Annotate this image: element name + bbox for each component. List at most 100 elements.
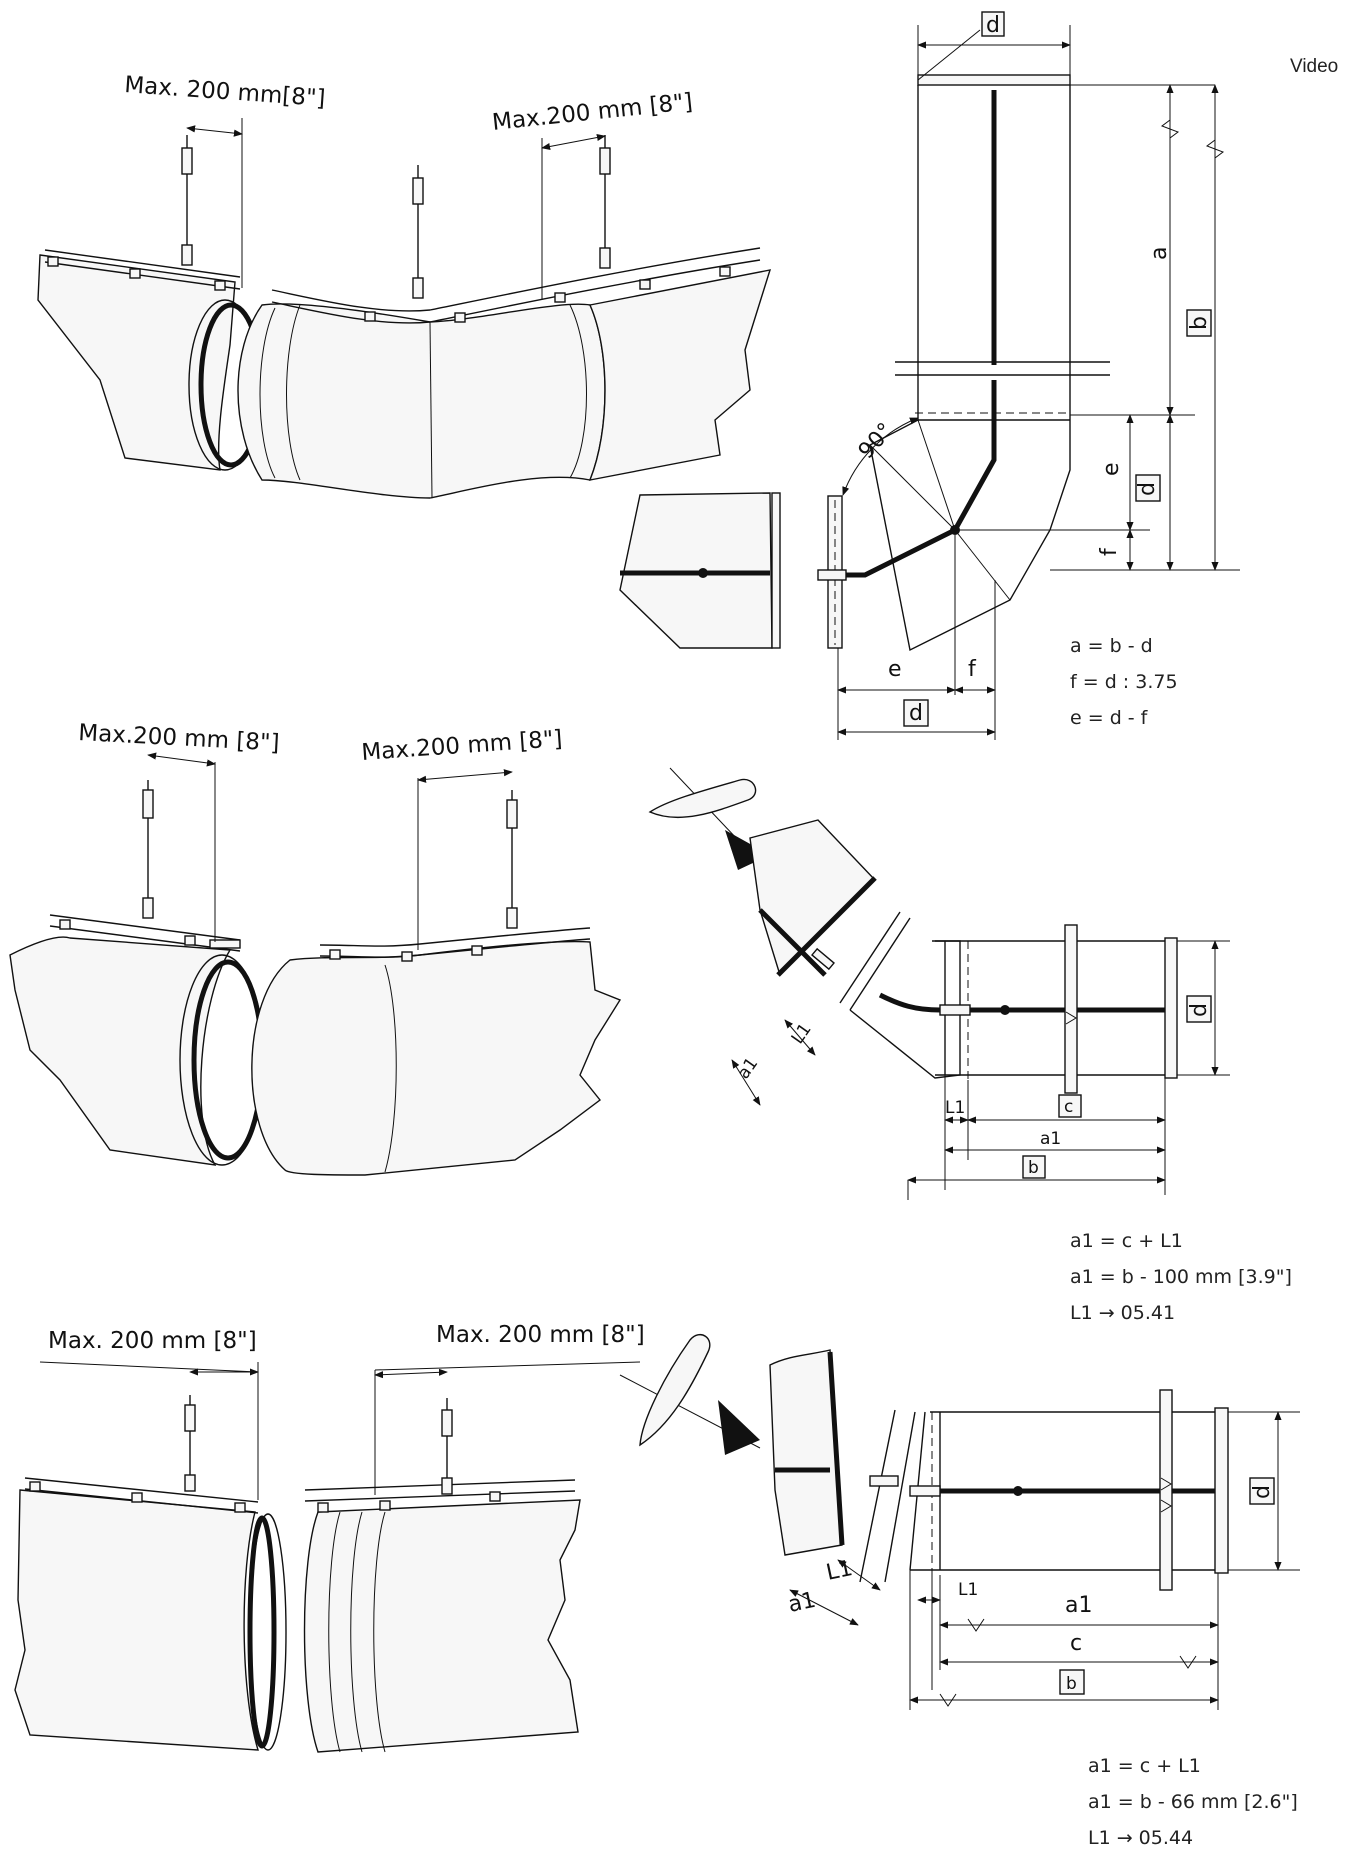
box-c-label: c: [1064, 1097, 1073, 1117]
elbow-seg: [954, 529, 1011, 601]
label-L1: L1: [958, 1580, 978, 1600]
bracket: [869, 1475, 899, 1487]
box-b: [1059, 1669, 1085, 1695]
duct-seam: [350, 1511, 363, 1753]
label-L1: L1: [945, 1098, 965, 1118]
box-d-top-label: d: [986, 13, 1000, 38]
left-rail-bottom: [44, 261, 241, 290]
break-mark: [939, 1693, 957, 1707]
clip: [471, 945, 483, 956]
seam-node: [950, 525, 960, 535]
formula: a1 = b - 66 mm [2.6"]: [1088, 1791, 1298, 1813]
video-label[interactable]: Video: [1290, 56, 1339, 77]
clamp: [209, 939, 241, 949]
left-duct-body: [37, 254, 236, 471]
dim-label-right: Max.200 mm [8"]: [361, 726, 564, 766]
dim-label-left: Max.200 mm [8"]: [78, 720, 280, 757]
dim-arrow-L1-diag: [784, 1019, 816, 1056]
outlet-flange: [776, 876, 877, 977]
label-a1: a1: [1065, 1593, 1092, 1618]
side-duct-flange: [771, 492, 781, 649]
box-d-side: [1135, 474, 1161, 502]
clip: [234, 1502, 246, 1513]
clip: [59, 919, 71, 930]
box-d: [1186, 995, 1212, 1023]
box-d-label: d: [1250, 1485, 1275, 1499]
duct-seam: [328, 1511, 341, 1753]
elbow-seam: [286, 304, 301, 481]
dim-label-left: Max. 200 mm [8"]: [48, 1328, 257, 1354]
elbow-rail: [271, 247, 761, 312]
label-f: f: [1097, 547, 1122, 556]
hanger-rod: [142, 780, 154, 919]
leader: [917, 29, 981, 81]
elbow-seg: [869, 444, 956, 531]
label-e: e: [1099, 462, 1124, 476]
label-a1: a1: [1040, 1129, 1061, 1149]
left-rail: [44, 249, 241, 278]
clip: [379, 1500, 391, 1511]
label-L1-diag: L1: [788, 1020, 816, 1048]
connector-edge: [884, 1411, 916, 1583]
elbow-seam: [569, 304, 587, 479]
bracket: [811, 947, 835, 971]
left-rail-bottom: [49, 925, 241, 952]
box-c: [1058, 1094, 1082, 1118]
hanger-rod: [441, 1398, 453, 1495]
box-b: [1186, 309, 1212, 337]
label-f-bottom: f: [968, 657, 977, 682]
clip: [129, 268, 141, 279]
formula: L1 → 05.44: [1088, 1827, 1193, 1849]
box-b-label: b: [1028, 1158, 1039, 1178]
dim-arrow: [374, 1368, 448, 1379]
clip: [364, 311, 376, 322]
hanger-rod: [181, 135, 193, 266]
left-rail: [24, 1477, 259, 1503]
right-rail: [304, 1479, 576, 1491]
row1-elbow-ortho: 90° d a b e f d e f d: [619, 11, 1240, 740]
elbow-outline: [869, 419, 1071, 652]
dim-baseline: [39, 1361, 259, 1373]
hanger-rod: [506, 790, 518, 929]
support-rod: [1159, 1389, 1173, 1591]
formula: e = d - f: [1070, 707, 1149, 729]
clip: [47, 256, 59, 267]
formula: f = d : 3.75: [1070, 671, 1178, 693]
top-flange: [917, 74, 1071, 86]
seam-node: [1013, 1486, 1023, 1496]
duct-end-flange: [1164, 937, 1178, 1079]
label-L1-diag: L1: [824, 1556, 855, 1586]
airflow-arrow-icon: [718, 1400, 760, 1455]
formula: a1 = c + L1: [1070, 1230, 1183, 1252]
right-rail-bottom: [319, 938, 591, 958]
label-a: a: [1147, 247, 1172, 260]
left-duct-body: [14, 1489, 259, 1751]
dim-label-right: Max.200 mm [8"]: [491, 89, 694, 136]
connector-edge: [839, 911, 901, 1004]
clip: [554, 292, 566, 303]
row3-duct-coupling: Max. 200 mm [8"] Max. 200 mm [8"]: [14, 1322, 645, 1753]
box-d-bottom: [903, 699, 929, 727]
bracket: [817, 569, 847, 581]
bracket: [939, 1004, 971, 1016]
clip: [639, 279, 651, 290]
clip: [29, 1481, 41, 1492]
right-rail-bottom: [304, 1490, 576, 1502]
box-d-side-label: d: [1135, 482, 1160, 496]
elbow-seg: [917, 419, 956, 531]
dim-arrow: [417, 769, 513, 783]
label-c: c: [1070, 1631, 1082, 1656]
break-mark: [1065, 1011, 1077, 1025]
outlet-seam: [758, 908, 827, 977]
row1-duct-elbow-iso: Max. 200 mm[8"] Max.200 mm [8"]: [37, 72, 772, 499]
box-b: [1022, 1155, 1046, 1179]
formula: a1 = c + L1: [1088, 1755, 1201, 1777]
break-mark: [1205, 139, 1225, 159]
connector-edge: [859, 1409, 896, 1583]
break-mark: [1179, 1655, 1197, 1669]
elbow-seam: [830, 380, 997, 578]
clip: [214, 280, 226, 291]
dim-arrow: [186, 125, 243, 137]
left-rail: [49, 914, 241, 941]
